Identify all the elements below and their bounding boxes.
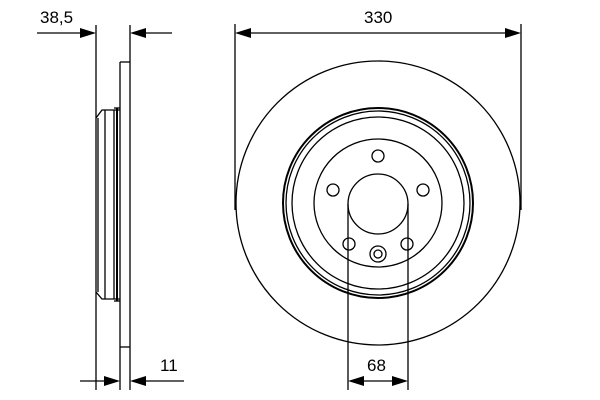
arrowhead-11-left	[104, 376, 120, 386]
bolt-hole-top	[371, 149, 385, 163]
hat-ring-outer-2	[285, 110, 471, 296]
front-view	[234, 24, 522, 390]
bolt-hole-lower-right	[400, 237, 414, 251]
bolt-hole-right	[416, 183, 430, 197]
arrowhead-11-right	[130, 376, 146, 386]
hat-ring-outer	[282, 107, 474, 299]
arrowhead-330-right	[505, 28, 521, 38]
arrowhead-38-5-left	[80, 28, 96, 38]
center-bore-circle	[347, 173, 409, 235]
dim-label-outer-diameter: 330	[364, 8, 393, 27]
hat-face-circle	[313, 138, 443, 268]
dim-label-total-height: 38,5	[40, 8, 74, 27]
arrowhead-68-right	[392, 376, 408, 386]
hat-ring-inner	[291, 116, 465, 290]
side-profile-view	[37, 25, 184, 390]
dim-label-disc-thickness: 11	[160, 356, 178, 375]
bolt-hole-left	[326, 183, 340, 197]
outer-disc-circle	[235, 60, 521, 346]
arrowhead-330-left	[235, 28, 251, 38]
set-screw-hole-inner	[373, 249, 383, 259]
arrowhead-38-5-right	[130, 28, 146, 38]
bolt-hole-lower-left	[342, 237, 356, 251]
dim-label-center-bore: 68	[367, 356, 386, 375]
arrowhead-68-left	[348, 376, 364, 386]
set-screw-hole-outer	[369, 245, 387, 263]
